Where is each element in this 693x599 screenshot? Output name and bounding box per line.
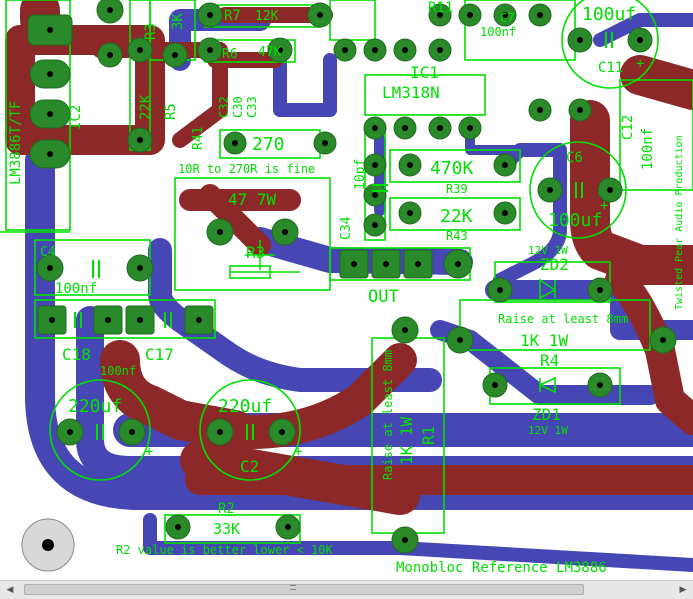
c34-ref-label: C34 [339, 216, 354, 240]
c17-ref-label: C17 [145, 345, 174, 364]
c7-ref-label: C7 [500, 11, 514, 25]
zd1-value-label: 12V 1W [528, 424, 568, 437]
svg-text:+: + [600, 198, 608, 214]
c7-value-label: 100nf [480, 25, 516, 39]
svg-text:+: + [294, 444, 302, 460]
c11-value-label: 100uf [582, 4, 636, 25]
r41-ref-label: R41 [191, 127, 206, 150]
r5-value-label: 22K [138, 94, 154, 120]
r7-value-label: 12K [255, 9, 279, 24]
c2-ref-label: C2 [240, 457, 259, 476]
r11-ref-label: R11 [428, 0, 453, 16]
c4-ref-label: C4 [40, 245, 56, 260]
zener-diode-symbols [538, 278, 557, 394]
r40-value-label: 22K [440, 206, 473, 227]
r4-ref-label: R4 [540, 351, 559, 370]
zd2-ref-label: ZD2 [540, 255, 569, 274]
c18-ref-label: C18 [62, 345, 91, 364]
c11-ref-label: C11 [598, 60, 623, 76]
r2-note-label: R2 value is better lower < 10K [116, 543, 334, 557]
c12-value-label: 100nf [640, 128, 656, 170]
c2-value-label: 220uf [218, 396, 272, 417]
raise-r4-label: Raise at least 8mm [498, 312, 628, 326]
raise-r1-label: Raise at least 8mm [381, 350, 395, 480]
svg-text:+: + [636, 56, 644, 72]
c33-ref-label: C33 [245, 96, 259, 118]
c34-value-label: 10pf [353, 159, 368, 190]
r7-ref-label: R7 [224, 8, 241, 24]
c4-value-label: 100nf [55, 281, 97, 297]
c6-ref-label: C6 [566, 150, 583, 166]
horizontal-scrollbar[interactable]: ◀ ▶ [0, 580, 693, 599]
pcb-layout-canvas[interactable]: IC2 LM3886T/TF R3 3K R7 12K R6 47K C32 C… [0, 0, 693, 580]
capacitor-plates [74, 32, 613, 440]
r3-symbol [245, 240, 275, 270]
c32-ref-label: C32 [217, 96, 231, 118]
scrollbar-grip-icon [290, 585, 296, 590]
r2-value-label: 33K [213, 520, 240, 538]
r41-value-label: 270 [252, 134, 285, 155]
c3-value-label: 220uf [68, 396, 122, 417]
c6-value-label: 100uf [548, 210, 602, 231]
r1-ref-label: R1 [419, 426, 438, 445]
r6-ref-label: R6 [222, 47, 238, 62]
ic2-value-label: LM3886T/TF [8, 101, 24, 185]
r3-top-value-label: 3K [170, 13, 186, 30]
c12-ref-label: C12 [620, 115, 636, 140]
r2-ref-label: R2 [218, 501, 235, 517]
zd2-value-label: 12V 1W [528, 244, 568, 257]
svg-text:+: + [145, 444, 153, 460]
r41-note-label: 10R to 270R is fine [178, 162, 315, 176]
r4-value-label: 1K 1W [520, 331, 569, 350]
ic2-ref-label: IC2 [68, 105, 84, 130]
r3-top-ref-label: R3 [143, 23, 159, 40]
ic1-value-label: LM318N [382, 83, 440, 102]
c17-value-label: 100nf [100, 364, 136, 378]
r3-ref-label: R3 [246, 243, 265, 262]
r1-value-label: 1K 1W [397, 416, 416, 465]
ic1-ref-label: IC1 [410, 63, 439, 82]
scrollbar-thumb[interactable] [24, 584, 584, 595]
out-label: OUT [368, 287, 399, 307]
r6-value-label: 47K [258, 45, 282, 60]
scroll-right-arrow-icon[interactable]: ▶ [679, 585, 687, 595]
top-copper-traces [5, 0, 693, 515]
scroll-left-arrow-icon[interactable]: ◀ [6, 585, 14, 595]
r39-ref-label: R39 [446, 182, 468, 196]
r39-value-label: 470K [430, 158, 474, 179]
c30-ref-label: C30 [231, 96, 245, 118]
pcb-layout: IC2 LM3886T/TF R3 3K R7 12K R6 47K C32 C… [0, 0, 693, 576]
r5-ref-label: R5 [163, 103, 179, 120]
board-title-label: Monobloc Reference LM3886 [396, 560, 607, 576]
zd1-ref-label: ZD1 [532, 405, 561, 424]
polarity-marks: + + + + [145, 56, 644, 460]
pad-drills [42, 7, 666, 551]
r3-value-label: 47 7W [228, 190, 277, 209]
r43-ref-label: R43 [446, 229, 468, 243]
component-labels: IC2 LM3886T/TF R3 3K R7 12K R6 47K C32 C… [8, 0, 685, 576]
credit-label: Twisted Pear Audio Production [674, 135, 685, 310]
